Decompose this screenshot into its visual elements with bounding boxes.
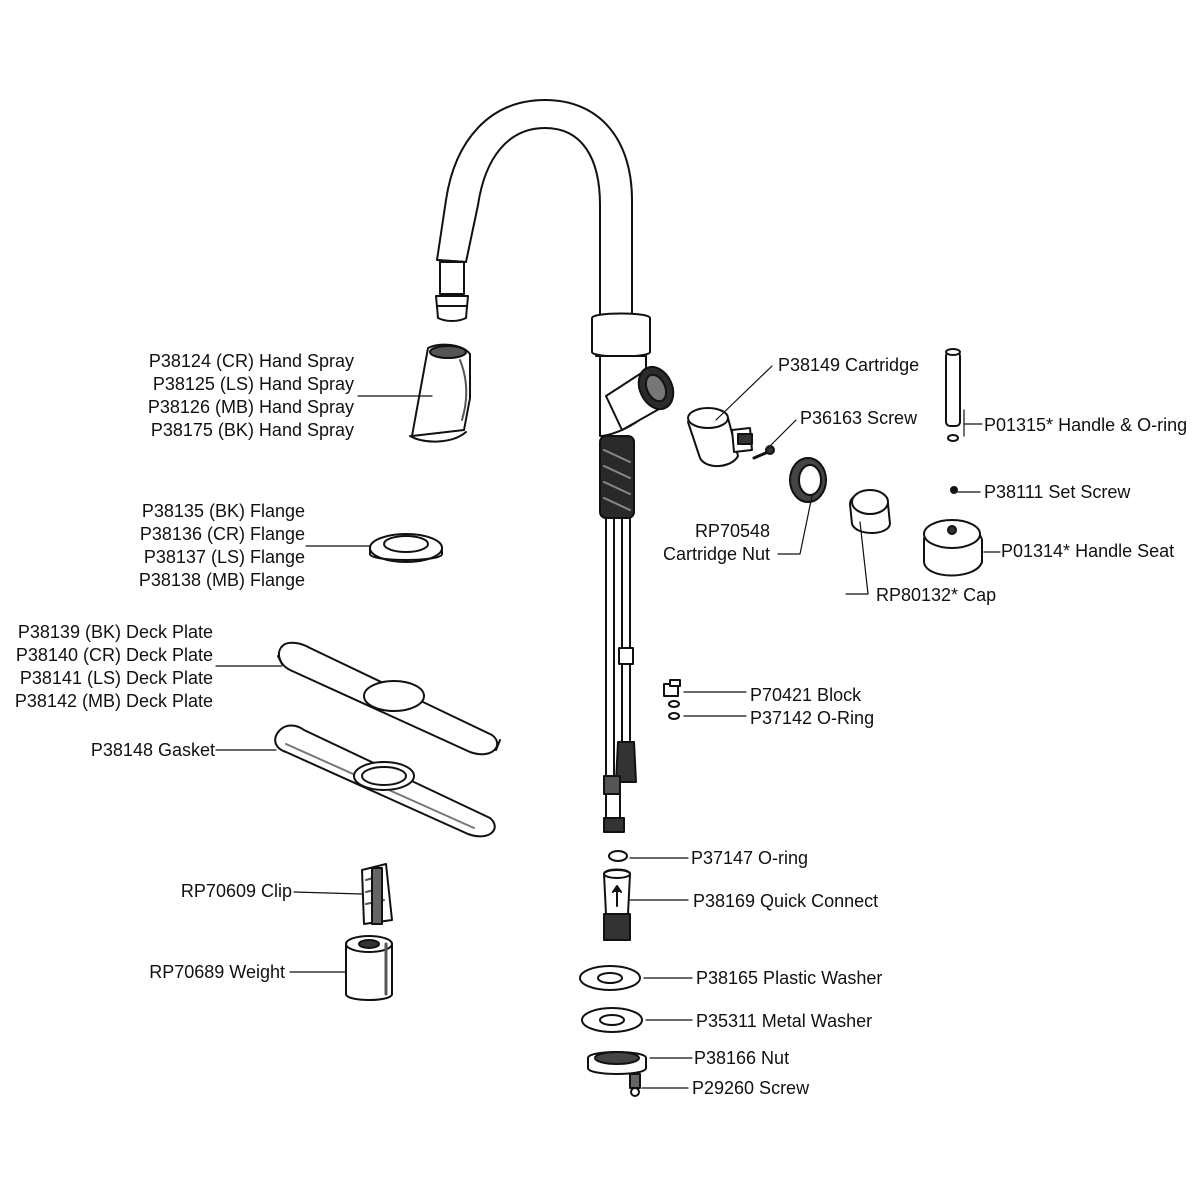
label-oring-37147-text: P37147 O-ring	[691, 848, 809, 868]
label-hand-spray-line: P38124 (CR) Hand Spray	[148, 351, 354, 371]
label-flange-line: P38137 (LS) Flange	[143, 547, 305, 567]
cartridge	[687, 407, 753, 467]
set-screw	[950, 486, 958, 494]
label-weight: RP70689 Weight	[149, 961, 285, 984]
label-handle-oring: P01315* Handle & O-ring	[984, 414, 1187, 437]
deck-plate	[277, 641, 501, 756]
cartridge-nut	[789, 457, 827, 503]
label-deck-plate-line: P38141 (LS) Deck Plate	[19, 668, 213, 688]
label-cartridge-nut-line: RP70548	[694, 521, 770, 541]
label-oring-37147: P37147 O-ring	[691, 847, 808, 870]
label-screw-36163: P36163 Screw	[800, 407, 917, 430]
label-deck-plate-line: P38140 (CR) Deck Plate	[15, 645, 213, 665]
label-block: P70421 Block	[750, 684, 861, 707]
label-deck-plate-line: P38142 (MB) Deck Plate	[14, 691, 213, 711]
label-cap: RP80132* Cap	[876, 584, 996, 607]
label-flange-line: P38138 (MB) Flange	[138, 570, 305, 590]
handle-stem	[945, 348, 961, 442]
label-screw-29260: P29260 Screw	[692, 1077, 809, 1100]
label-nut: P38166 Nut	[694, 1047, 789, 1070]
label-gasket: P38148 Gasket	[91, 739, 215, 762]
spray-tip	[435, 261, 469, 322]
label-cartridge-nut-line: Cartridge Nut	[662, 544, 770, 564]
screw-29260	[629, 1073, 641, 1097]
label-gasket-text: P38148 Gasket	[90, 740, 215, 760]
label-flange-line: P38135 (BK) Flange	[141, 501, 305, 521]
plastic-washer	[579, 965, 641, 991]
label-flange: P38135 (BK) Flange P38136 (CR) Flange P3…	[139, 500, 305, 592]
label-hand-spray: P38124 (CR) Hand Spray P38125 (LS) Hand …	[148, 350, 354, 442]
label-cap-text: RP80132* Cap	[876, 585, 997, 605]
orings-37142	[668, 700, 680, 720]
label-cartridge-text: P38149 Cartridge	[778, 355, 920, 375]
label-oring-37142-text: P37142 O-Ring	[750, 708, 875, 728]
faucet-spout	[436, 99, 633, 319]
quick-connect	[603, 868, 631, 941]
label-quick-connect: P38169 Quick Connect	[693, 890, 878, 913]
label-clip-text: RP70609 Clip	[180, 881, 292, 901]
label-metal-washer-text: P35311 Metal Washer	[696, 1011, 873, 1031]
hand-spray	[409, 343, 471, 443]
handle-seat	[923, 519, 983, 577]
supply-hoses	[603, 517, 637, 833]
label-set-screw-text: P38111 Set Screw	[984, 482, 1131, 502]
flange	[369, 533, 443, 563]
clip	[361, 863, 393, 925]
metal-washer	[581, 1007, 643, 1033]
label-cartridge: P38149 Cartridge	[778, 354, 919, 377]
label-quick-connect-text: P38169 Quick Connect	[693, 891, 879, 911]
block	[663, 679, 681, 697]
label-hand-spray-line: P38125 (LS) Hand Spray	[152, 374, 354, 394]
screw-36163	[752, 445, 775, 460]
label-deck-plate-line: P38139 (BK) Deck Plate	[17, 622, 213, 642]
label-plastic-washer-text: P38165 Plastic Washer	[696, 968, 883, 988]
label-plastic-washer: P38165 Plastic Washer	[696, 967, 882, 990]
cap	[849, 489, 891, 534]
label-deck-plate: P38139 (BK) Deck Plate P38140 (CR) Deck …	[15, 621, 213, 713]
label-handle-seat: P01314* Handle Seat	[1001, 540, 1174, 563]
leader-lines	[215, 365, 1001, 1089]
oring-37147	[608, 850, 628, 862]
label-screw-36163-text: P36163 Screw	[800, 408, 918, 428]
label-handle-seat-text: P01314* Handle Seat	[1001, 541, 1175, 561]
label-clip: RP70609 Clip	[181, 880, 292, 903]
label-handle-oring-text: P01315* Handle & O-ring	[984, 415, 1188, 435]
label-hand-spray-line: P38126 (MB) Hand Spray	[147, 397, 354, 417]
label-block-text: P70421 Block	[750, 685, 862, 705]
label-set-screw: P38111 Set Screw	[984, 481, 1130, 504]
label-weight-text: RP70689 Weight	[149, 962, 285, 982]
label-cartridge-nut: RP70548 Cartridge Nut	[663, 520, 770, 566]
gasket	[274, 724, 496, 838]
label-nut-text: P38166 Nut	[694, 1048, 790, 1068]
label-metal-washer: P35311 Metal Washer	[696, 1010, 872, 1033]
label-screw-29260-text: P29260 Screw	[692, 1078, 810, 1098]
label-hand-spray-line: P38175 (BK) Hand Spray	[150, 420, 354, 440]
nut	[587, 1051, 647, 1075]
faucet-body	[591, 312, 675, 519]
label-oring-37142: P37142 O-Ring	[750, 707, 874, 730]
weight	[345, 935, 393, 1001]
label-flange-line: P38136 (CR) Flange	[139, 524, 305, 544]
